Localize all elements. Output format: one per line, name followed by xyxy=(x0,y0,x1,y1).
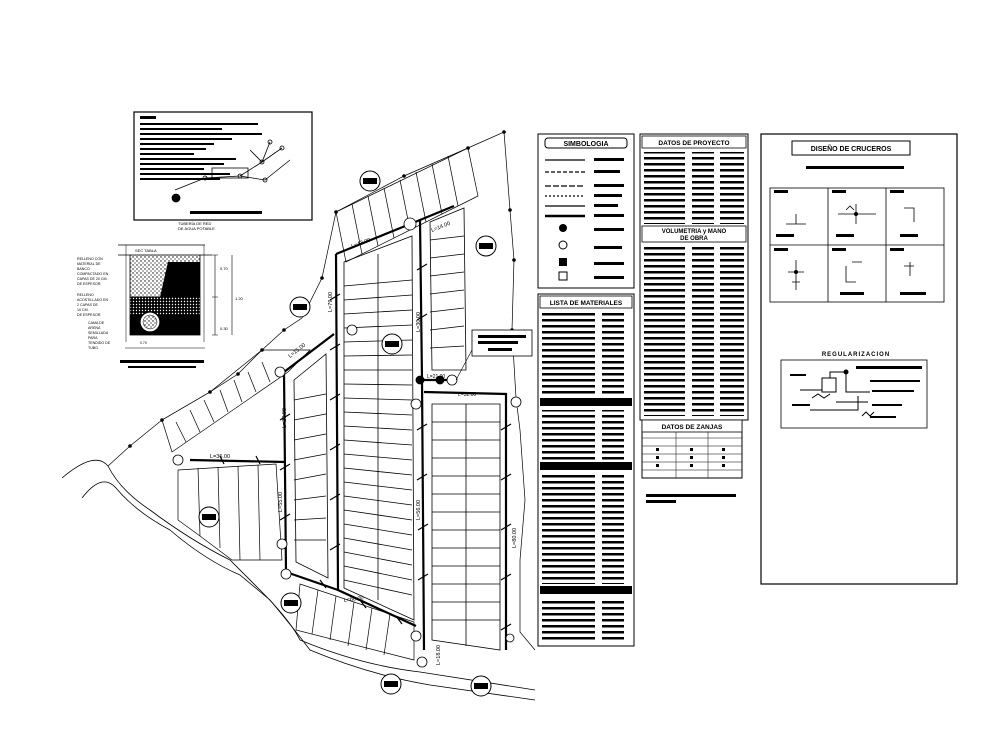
trench-label-tuberia-1: TUBERÍA DE RED xyxy=(178,221,211,226)
plan-length-labels: L=43.00 L=14.00 L=79.00 L=30.00 L=21.00 … xyxy=(210,221,518,665)
trench-body xyxy=(118,244,212,349)
label-l21: L=21.00 xyxy=(427,374,445,380)
cruceros-panel: DISEÑO DE CRUCEROS REGULARIZACION xyxy=(760,133,958,585)
svg-text:SEMILLADA: SEMILLADA xyxy=(88,331,109,335)
label-l36: L=36.00 xyxy=(210,454,230,460)
block-center xyxy=(343,235,415,621)
svg-text:10 CM.: 10 CM. xyxy=(77,308,89,312)
trench-dimensions: 0.70 1.20 0.30 0.70 xyxy=(140,254,244,345)
label-l80: L=80.00 xyxy=(512,528,518,548)
datos-proyecto-title: DATOS DE PROYECTO xyxy=(658,140,729,147)
label-l32: L=32.00 xyxy=(458,392,476,398)
dim-030: 0.30 xyxy=(220,326,229,331)
volumetria-title-2: DE OBRA xyxy=(680,236,708,242)
label-l56: L=56.00 xyxy=(416,500,422,520)
label-l60: L=60.00 xyxy=(343,595,364,604)
cruceros-title: DISEÑO DE CRUCEROS xyxy=(811,144,892,153)
label-l20: L=20.00 xyxy=(282,408,288,428)
plan-note-box xyxy=(455,329,533,381)
valve-ticks xyxy=(219,263,512,631)
svg-text:CAPAS DE 20 CM.: CAPAS DE 20 CM. xyxy=(77,277,108,281)
label-l79: L=79.00 xyxy=(328,292,334,312)
detail-notes xyxy=(140,116,262,180)
label-l14: L=14.00 xyxy=(431,221,452,234)
road-edge-outer xyxy=(61,459,536,691)
label-l18: L=18.00 xyxy=(436,645,442,665)
datos-zanjas-title: DATOS DE ZANJAS xyxy=(662,424,723,431)
dim-bottom-a: 0.70 xyxy=(140,341,147,345)
lots-left-lower xyxy=(177,463,283,561)
lots-left-angled xyxy=(161,349,311,453)
detail-caption xyxy=(190,211,262,214)
svg-text:2 CAPAS DE: 2 CAPAS DE xyxy=(77,303,99,307)
lista-materiales-panel: LISTA DE MATERIALES xyxy=(537,293,635,647)
simbologia-title: SIMBOLOGIA xyxy=(563,141,608,148)
trench-label-sec-tabla: SEC TABLA xyxy=(135,248,157,253)
svg-text:CAMA DE: CAMA DE xyxy=(88,321,105,325)
label-l30: L=30.00 xyxy=(416,312,422,332)
site-plan xyxy=(61,130,536,701)
trench-caption xyxy=(120,360,204,363)
relleno-label: RELLENO CON MATERIAL DE BANCO COMPACTADO… xyxy=(77,257,109,286)
trench-label-tuberia-2: DE AGUA POTABLE xyxy=(178,226,215,231)
svg-text:DE ESPESOR.: DE ESPESOR. xyxy=(77,282,101,286)
lots-upper-angled xyxy=(335,147,479,263)
fitting-detail-box xyxy=(133,111,313,221)
block-right-upper xyxy=(429,207,467,371)
svg-text:RELLENO: RELLENO xyxy=(77,293,94,297)
svg-text:MATERIAL DE: MATERIAL DE xyxy=(77,262,101,266)
dim-120: 1.20 xyxy=(235,296,244,301)
detail-fitting-sketch xyxy=(171,139,291,203)
dim-070: 0.70 xyxy=(220,266,229,271)
datos-proyecto-panel: DATOS DE PROYECTO VOLUMETRIA y MANO DE O… xyxy=(639,133,749,421)
svg-text:TUBO.: TUBO. xyxy=(88,346,99,350)
trench-section: SEC TABLA TUBERÍA DE RED DE AGUA POTABLE… xyxy=(77,221,244,368)
svg-text:ACOSTILLADO EN: ACOSTILLADO EN xyxy=(77,298,109,302)
water-main xyxy=(189,204,508,651)
regularizacion-detail xyxy=(780,359,928,429)
svg-text:TENDIDO DE: TENDIDO DE xyxy=(88,341,111,345)
acostillado-label: RELLENO ACOSTILLADO EN 2 CAPAS DE 10 CM.… xyxy=(77,293,109,317)
datos-zanjas-panel: DATOS DE ZANJAS xyxy=(641,419,743,503)
block-left-middle xyxy=(293,353,329,579)
svg-text:ARENA: ARENA xyxy=(88,326,101,330)
regularizacion-title: REGULARIZACION xyxy=(822,352,890,358)
svg-text:PARA: PARA xyxy=(88,336,98,340)
simbologia-panel: SIMBOLOGIA xyxy=(537,133,635,289)
svg-text:DE ESPESOR.: DE ESPESOR. xyxy=(77,313,101,317)
svg-text:BANCO: BANCO xyxy=(77,267,90,271)
volumetria-title-1: VOLUMETRIA y MANO xyxy=(662,229,727,235)
block-right-lower xyxy=(431,403,501,651)
junction-markers xyxy=(172,217,522,668)
cruceros-grid xyxy=(769,187,945,303)
svg-text:COMPACTADO EN: COMPACTADO EN xyxy=(77,272,109,276)
lista-materiales-title: LISTA DE MATERIALES xyxy=(550,300,623,307)
label-l55: L=55.00 xyxy=(278,492,284,512)
property-boundary xyxy=(107,131,536,651)
lots-bottom-angled xyxy=(295,583,415,661)
cama-label: CAMA DE ARENA SEMILLADA PARA TENDIDO DE … xyxy=(88,321,111,350)
road-edge-inner xyxy=(81,481,536,701)
svg-text:RELLENO CON: RELLENO CON xyxy=(77,257,103,261)
callout-bubbles xyxy=(198,170,497,697)
